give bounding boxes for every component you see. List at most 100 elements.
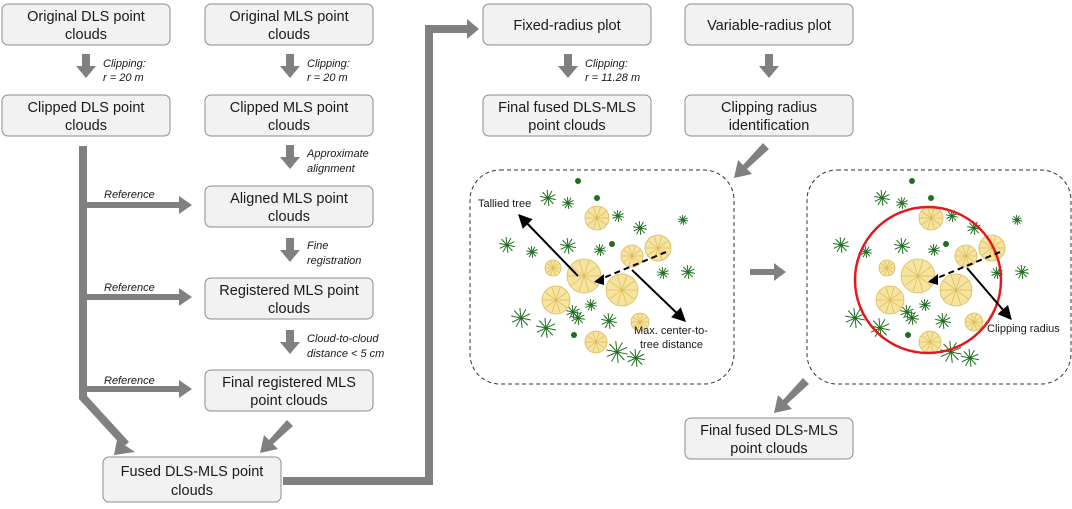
label-clipping-radius: Clipping radius: [987, 323, 1060, 335]
box-variable-radius-label: Variable-radius plot: [707, 18, 831, 34]
note-clip-fixed-1: Clipping:: [585, 58, 628, 70]
arrow-trunk-head: [114, 440, 135, 455]
tree-crown: [918, 205, 944, 231]
arrow-orig-dls-to-clipped: [76, 54, 96, 78]
note-fine-2: registration: [307, 255, 361, 267]
tree-top: [678, 214, 688, 226]
box-fused-line1: Fused DLS-MLS point: [121, 464, 264, 480]
tree-top: [900, 304, 914, 320]
box-original-mls-line1: Original MLS point: [229, 9, 348, 25]
box-final-registered-mls-line1: Final registered MLS: [222, 375, 356, 391]
note-approx-1: Approximate: [306, 148, 369, 160]
note-reference-1: Reference: [104, 189, 155, 201]
box-aligned-mls-line1: Aligned MLS point: [230, 191, 348, 207]
tree-top: [946, 209, 958, 223]
plot-panel-right: [806, 169, 1072, 385]
tree-small: [575, 178, 581, 184]
tree-top: [894, 237, 910, 255]
box-clipping-radius-id-line2: identification: [729, 118, 810, 134]
tree-crown: [566, 258, 602, 294]
tree-crown: [584, 205, 610, 231]
box-clipping-radius-id: Clipping radius identification: [684, 94, 854, 137]
arrow-reference-2: [87, 288, 192, 306]
process-notes: Clipping: r = 20 m Clipping: r = 20 m Ap…: [103, 58, 640, 387]
box-final-fused-2-line2: point clouds: [730, 441, 807, 457]
tree-small: [928, 195, 934, 201]
tree-crown: [954, 244, 978, 268]
arrow-fixed-to-final: [558, 54, 578, 78]
max-distance-dashed: [595, 251, 667, 282]
note-clip-dls-2: r = 20 m: [103, 72, 144, 84]
arrow-orig-mls-to-clipped: [280, 54, 300, 78]
max-distance-arrow: [631, 269, 687, 322]
box-fused-dls-mls: Fused DLS-MLS point clouds: [102, 456, 282, 503]
arrow-aligned-to-registered: [280, 238, 300, 262]
tree-crown: [875, 285, 905, 315]
box-fixed-radius-plot: Fixed-radius plot: [482, 3, 652, 46]
note-clip-dls-1: Clipping:: [103, 58, 146, 70]
tree-crown: [605, 273, 639, 307]
arrow-variable-to-clipping: [759, 54, 779, 78]
box-original-dls-line1: Original DLS point: [27, 9, 145, 25]
left-panel-annotations: Tallied tree Max. center-to- tree distan…: [478, 198, 708, 351]
tree-crown: [584, 330, 608, 354]
tree-crown: [978, 234, 1006, 262]
arrow-reference-1: [87, 196, 192, 214]
box-clipped-mls-line1: Clipped MLS point: [230, 100, 349, 116]
box-clipping-radius-id-line1: Clipping radius: [721, 100, 817, 116]
box-original-dls-line2: clouds: [65, 27, 107, 43]
tree-crown: [964, 312, 984, 332]
note-clip-mls-1: Clipping:: [307, 58, 350, 70]
tree-small: [909, 178, 915, 184]
box-variable-radius-plot: Variable-radius plot: [684, 3, 854, 46]
arrow-reference-3: [87, 380, 192, 398]
box-aligned-mls: Aligned MLS point clouds: [204, 185, 374, 228]
tree-small: [609, 241, 615, 247]
note-fine-1: Fine: [307, 240, 328, 252]
tree-top: [633, 220, 647, 236]
tree-top: [928, 243, 940, 257]
box-clipped-dls-line2: clouds: [65, 118, 107, 134]
tree-top: [540, 189, 556, 207]
tree-crown: [644, 234, 672, 262]
dashed-arrow-head: [594, 274, 604, 285]
tree-small: [594, 195, 600, 201]
box-final-fused-1-line2: point clouds: [528, 118, 605, 134]
arrow-final-reg-to-fused: [260, 420, 293, 453]
tree-top: [601, 312, 617, 330]
right-dashed-line: [929, 251, 1001, 282]
tree-top: [526, 245, 538, 259]
box-clipped-dls-line1: Clipped DLS point: [28, 100, 145, 116]
plot-panel-left: [469, 169, 735, 385]
box-final-fused-2: Final fused DLS-MLS point clouds: [684, 417, 854, 460]
tree-top: [499, 236, 515, 254]
box-final-fused-1-line1: Final fused DLS-MLS: [498, 100, 636, 116]
note-reference-2: Reference: [104, 282, 155, 294]
arrow-registered-to-final: [280, 330, 300, 354]
note-reference-3: Reference: [104, 375, 155, 387]
tree-top: [657, 266, 669, 280]
box-clipped-dls: Clipped DLS point clouds: [1, 94, 171, 137]
tree-scatter-right: [833, 178, 1029, 367]
tree-top: [935, 312, 951, 330]
tree-crown: [939, 273, 973, 307]
label-max-distance-2: tree distance: [640, 339, 703, 351]
tree-top: [612, 209, 624, 223]
note-c2c-1: Cloud-to-cloud: [307, 333, 379, 345]
tree-top: [905, 310, 919, 326]
box-final-registered-mls: Final registered MLS point clouds: [204, 369, 374, 412]
box-original-dls: Original DLS point clouds: [1, 3, 171, 46]
clipping-radius-arrow: [966, 267, 1012, 321]
box-registered-mls: Registered MLS point clouds: [204, 277, 374, 320]
box-final-fused-2-line1: Final fused DLS-MLS: [700, 423, 838, 439]
tree-crown: [620, 244, 644, 268]
tree-top: [594, 243, 606, 257]
tree-top: [874, 189, 890, 207]
note-clip-fixed-2: r = 11.28 m: [585, 72, 640, 84]
tree-small: [905, 332, 911, 338]
arrow-clipping-to-plot: [734, 143, 769, 178]
arrow-panel-to-final: [774, 378, 809, 413]
tree-crown: [900, 258, 936, 294]
box-final-registered-mls-line2: point clouds: [250, 393, 327, 409]
